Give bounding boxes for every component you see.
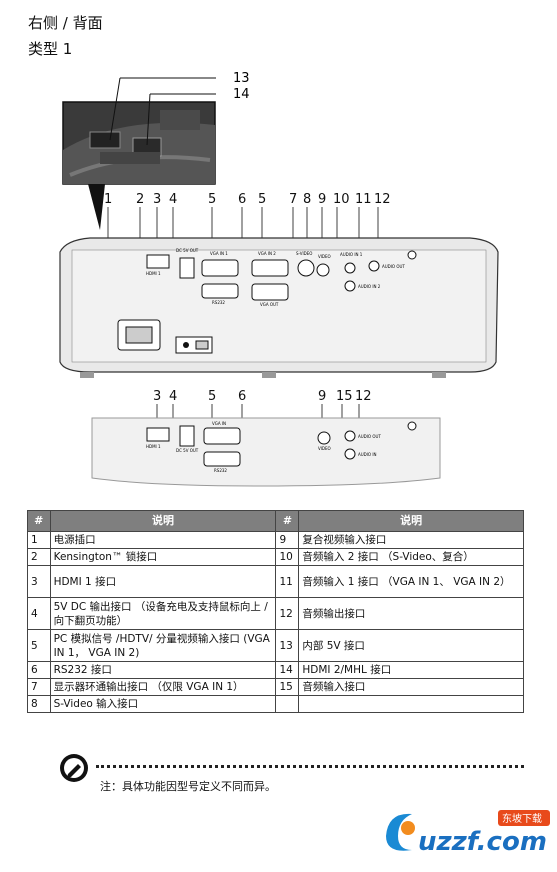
row-description: 音频输出接口: [298, 597, 524, 630]
callout-b3: 3: [153, 389, 161, 404]
label-hdmi1: HDMI 1: [146, 271, 161, 276]
callout-b6: 6: [238, 389, 246, 404]
table-row: 1 电源插口 9 复合视频输入接口: [27, 531, 524, 549]
watermark-brand: uzzf.com: [418, 827, 547, 857]
callout-11: 11: [355, 192, 372, 207]
row-description: RS232 接口: [49, 661, 277, 679]
label-s-video: S-VIDEO: [296, 251, 312, 256]
label-b-audio-in: AUDIO IN: [358, 452, 377, 457]
row-number: [275, 695, 300, 713]
row-description: 音频输入接口: [298, 678, 524, 696]
table-row: 8 S-Video 输入接口: [27, 695, 524, 713]
note-pen-icon: [60, 754, 88, 782]
row-number: 2: [27, 548, 51, 566]
table-row: 5 PC 模拟信号 /HDTV/ 分量视频输入接口 (VGA IN 1， VGA…: [27, 629, 524, 662]
callout-b4: 4: [169, 389, 177, 404]
row-description: 内部 5V 接口: [298, 629, 524, 662]
callout-b9: 9: [318, 389, 326, 404]
note-divider: [96, 765, 524, 768]
table-header-row: # 说明 # 说明: [27, 510, 524, 532]
port-description-table: # 说明 # 说明 1 电源插口 9 复合视频输入接口 2 Kensington…: [27, 510, 524, 713]
row-description: 5V DC 输出接口 （设备充电及支持鼠标向上 / 向下翻页功能）: [49, 597, 277, 630]
callout-5a: 5: [208, 192, 216, 207]
projector-rear-figure: 13 14 1 2 3 4 5 6 5 7 8 9 10 11 12: [59, 71, 499, 487]
row-description: 复合视频输入接口: [298, 531, 524, 549]
table-row: 2 Kensington™ 锁接口 10 音频输入 2 接口 （S-Video、…: [27, 548, 524, 566]
callout-14: 14: [233, 87, 250, 102]
row-number: 11: [275, 565, 300, 598]
callout-b15: 15: [336, 389, 353, 404]
header-desc-2: 说明: [298, 510, 524, 532]
label-dc-out: DC 5V OUT: [176, 248, 199, 253]
row-number: 15: [275, 678, 300, 696]
projector-body-type1: HDMI 1 DC 5V OUT VGA IN 1 VGA IN 2 RS232…: [59, 237, 499, 378]
table-row: 7 显示器环通输出接口 （仅限 VGA IN 1） 15 音频输入接口: [27, 678, 524, 696]
label-b-dc-out: DC 5V OUT: [176, 448, 199, 453]
callout-6: 6: [238, 192, 246, 207]
label-vga-in2: VGA IN 2: [258, 251, 276, 256]
projector-body-variant: HDMI 1 DC 5V OUT VGA IN RS232 VIDEO AUDI…: [91, 417, 441, 487]
row-number: 9: [275, 531, 300, 549]
section-title: 右侧 / 背面: [28, 14, 103, 32]
type-title: 类型 1: [28, 40, 73, 58]
label-video: VIDEO: [318, 254, 331, 259]
table-row: 3 HDMI 1 接口 11 音频输入 1 接口 （VGA IN 1、 VGA …: [27, 565, 524, 598]
label-rs232: RS232: [212, 300, 225, 305]
row-number: 13: [275, 629, 300, 662]
label-b-hdmi1: HDMI 1: [146, 444, 161, 449]
callout-1: 1: [104, 192, 112, 207]
row-description: PC 模拟信号 /HDTV/ 分量视频输入接口 (VGA IN 1， VGA I…: [49, 629, 277, 662]
row-number: 6: [27, 661, 51, 679]
row-description: 音频输入 2 接口 （S-Video、复合）: [298, 548, 524, 566]
row-number: 12: [275, 597, 300, 630]
header-desc-1: 说明: [49, 510, 277, 532]
row-number: 5: [27, 629, 51, 662]
row-number: 1: [27, 531, 51, 549]
callout-2: 2: [136, 192, 144, 207]
label-b-rs232: RS232: [214, 468, 227, 473]
header-num-2: #: [275, 510, 300, 532]
label-audio-in2: AUDIO IN 2: [358, 284, 381, 289]
table-row: 6 RS232 接口 14 HDMI 2/MHL 接口: [27, 661, 524, 679]
header-num-1: #: [27, 510, 51, 532]
row-number: 8: [27, 695, 51, 713]
callout-10: 10: [333, 192, 350, 207]
callout-b12: 12: [355, 389, 372, 404]
watermark-tag: 东坡下载: [502, 812, 542, 825]
callout-3: 3: [153, 192, 161, 207]
inset-photo: [62, 101, 216, 185]
row-description: HDMI 2/MHL 接口: [298, 661, 524, 679]
row-description: HDMI 1 接口: [49, 565, 277, 598]
callout-12: 12: [374, 192, 391, 207]
label-b-video: VIDEO: [318, 446, 331, 451]
label-b-vga-in: VGA IN: [212, 421, 226, 426]
label-b-audio-out: AUDIO OUT: [358, 434, 381, 439]
uzzf-watermark-logo: uzzf.com 东坡下载: [386, 810, 550, 857]
callout-5b: 5: [258, 192, 266, 207]
row-number: 7: [27, 678, 51, 696]
callout-8: 8: [303, 192, 311, 207]
row-number: 14: [275, 661, 300, 679]
label-audio-out: AUDIO OUT: [382, 264, 405, 269]
label-vga-in1: VGA IN 1: [210, 251, 228, 256]
label-vga-out: VGA OUT: [260, 302, 279, 307]
row-description: [298, 695, 524, 713]
row-number: 3: [27, 565, 51, 598]
callout-b5: 5: [208, 389, 216, 404]
row-description: Kensington™ 锁接口: [49, 548, 277, 566]
row-description: 音频输入 1 接口 （VGA IN 1、 VGA IN 2）: [298, 565, 524, 598]
callout-7: 7: [289, 192, 297, 207]
row-description: 显示器环通输出接口 （仅限 VGA IN 1）: [49, 678, 277, 696]
row-number: 10: [275, 548, 300, 566]
callout-13: 13: [233, 71, 250, 86]
table-row: 4 5V DC 输出接口 （设备充电及支持鼠标向上 / 向下翻页功能） 12 音…: [27, 597, 524, 630]
row-description: S-Video 输入接口: [49, 695, 277, 713]
row-description: 电源插口: [49, 531, 277, 549]
callout-4: 4: [169, 192, 177, 207]
callout-9: 9: [318, 192, 326, 207]
label-audio-in1: AUDIO IN 1: [340, 252, 363, 257]
row-number: 4: [27, 597, 51, 630]
note-text: 注：具体功能因型号定义不同而异。: [100, 780, 276, 793]
